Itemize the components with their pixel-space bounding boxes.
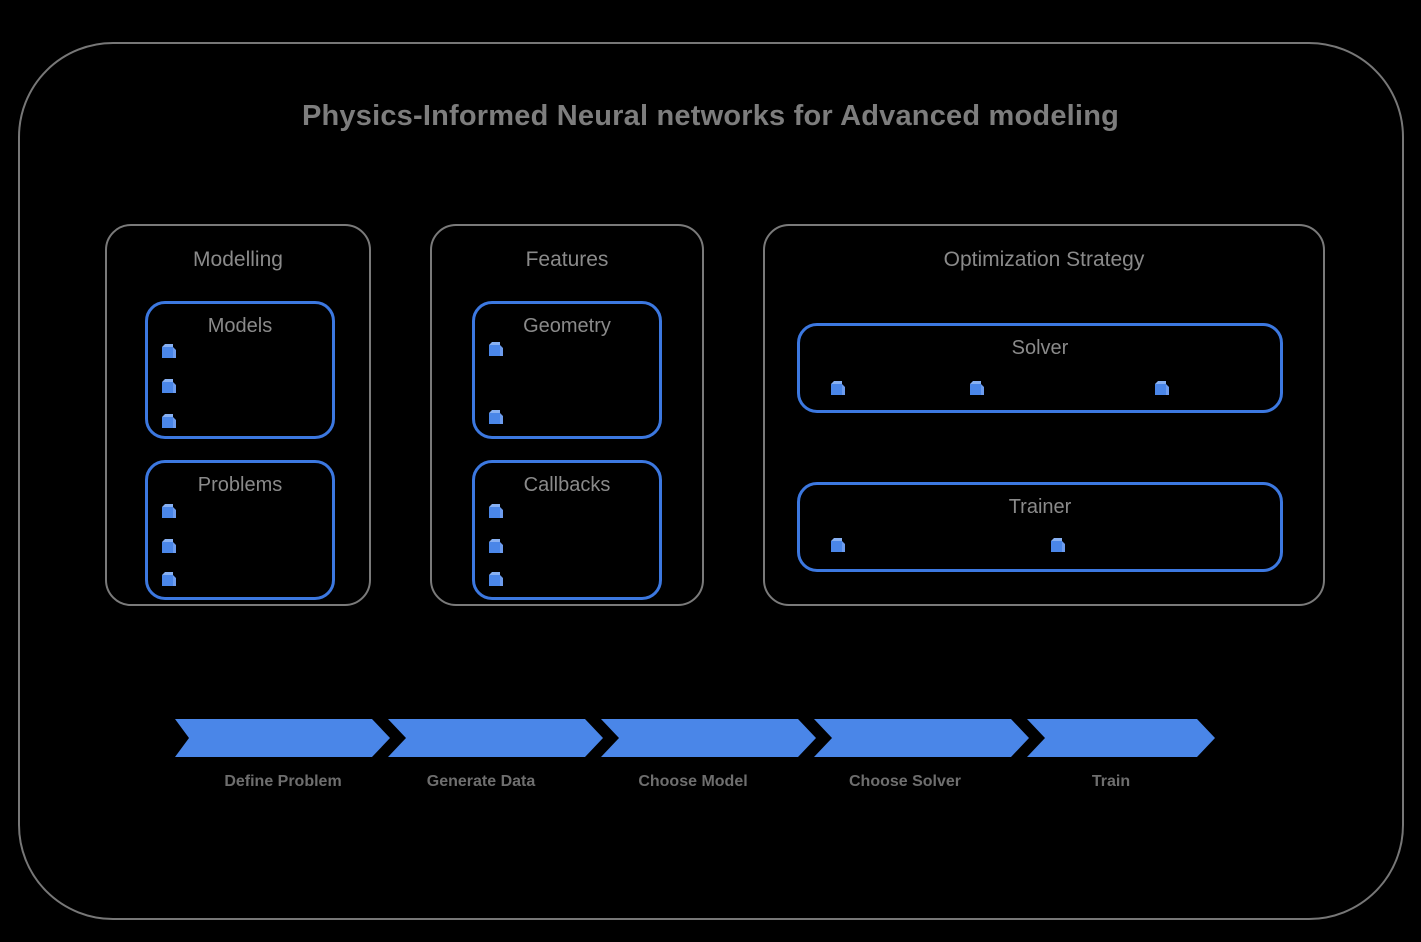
flow-step-label-2: Generate Data [426,773,536,790]
cube-bullet-solver-3 [1155,381,1169,395]
flow-step-arrow-1[interactable] [175,719,390,757]
section-optimization-strategy: Optimization Strategy [763,224,1325,606]
cube-bullet-models-3 [162,414,176,428]
card-models[interactable]: Models [145,301,335,439]
cube-bullet-models-1 [162,344,176,358]
card-models-label: Models [207,315,273,337]
cube-bullet-trainer-1 [831,538,845,552]
section-features-label: Features [525,248,609,271]
flow-step-arrow-4[interactable] [814,719,1029,757]
card-solver[interactable]: Solver [797,323,1283,413]
card-geometry[interactable]: Geometry [472,301,662,439]
flow-step-label-5: Train [1091,773,1131,790]
cube-bullet-problems-3 [162,572,176,586]
cube-bullet-problems-2 [162,539,176,553]
cube-bullet-solver-2 [970,381,984,395]
cube-bullet-geometry-2 [489,410,503,424]
outer-container [18,42,1404,920]
section-features: Features [430,224,704,606]
card-geometry-label: Geometry [523,315,611,337]
cube-bullet-problems-1 [162,504,176,518]
cube-bullet-geometry-1 [489,342,503,356]
flow-step-arrow-3[interactable] [601,719,816,757]
flow-step-arrow-5[interactable] [1027,719,1215,757]
flow-step-label-4: Choose Solver [848,773,962,790]
cube-bullet-trainer-2 [1051,538,1065,552]
flow-step-arrow-2[interactable] [388,719,603,757]
cube-bullet-callbacks-1 [489,504,503,518]
card-trainer[interactable]: Trainer [797,482,1283,572]
section-modelling-label: Modelling [193,248,283,271]
flow-step-label-1: Define Problem [224,773,342,790]
card-problems-label: Problems [197,474,283,496]
page-title: Physics-Informed Neural networks for Adv… [301,100,1120,132]
cube-bullet-solver-1 [831,381,845,395]
process-flow: Define Problem Generate Data Choose Model C… [175,719,1215,790]
cube-bullet-callbacks-2 [489,539,503,553]
flow-step-label-3: Choose Model [638,773,748,790]
cube-bullet-models-2 [162,379,176,393]
section-modelling: Modelling [105,224,371,606]
card-callbacks[interactable]: Callbacks [472,460,662,600]
cube-bullet-callbacks-3 [489,572,503,586]
section-optimization-strategy-label: Optimization Strategy [943,248,1145,271]
card-callbacks-label: Callbacks [523,474,611,496]
card-trainer-label: Trainer [1008,496,1072,518]
card-solver-label: Solver [1011,337,1069,359]
card-problems[interactable]: Problems [145,460,335,600]
